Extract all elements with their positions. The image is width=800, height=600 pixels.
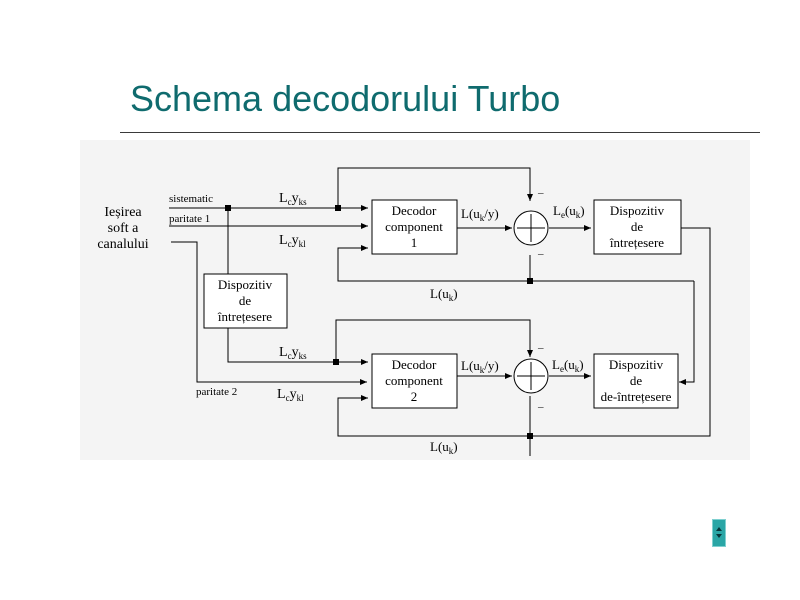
down-arrow-icon	[716, 534, 722, 538]
decoder-1-box	[371, 199, 458, 255]
deinterleaver-line1: Dispozitiv	[609, 357, 664, 372]
input-label-line3: canalului	[97, 237, 148, 252]
decoder-2-box	[371, 353, 458, 409]
lcyks-top-label: Lcyks	[279, 191, 307, 207]
leuk-top-label: Le(uk)	[553, 203, 585, 220]
luk-bottom-label: L(uk)	[430, 439, 458, 456]
deinterleaver-line2: de	[630, 373, 643, 388]
decoder-2-line2: component	[385, 373, 443, 388]
minus-sign: –	[537, 248, 544, 260]
minus-sign: –	[537, 187, 544, 199]
lcyks-bottom-label: Lcyks	[279, 345, 307, 361]
up-down-arrow-icon[interactable]	[712, 519, 726, 547]
feedback-2-line	[337, 395, 531, 437]
interleaver-left-box	[203, 273, 288, 329]
junction-dot	[335, 205, 341, 211]
deinterleaver-box	[593, 353, 679, 409]
minus-sign: –	[537, 342, 544, 354]
input-label-line1: Ieșirea	[104, 205, 142, 220]
interleaver-left-line3: întrețesere	[217, 309, 272, 324]
slide-title: Schema decodorului Turbo	[130, 78, 561, 119]
up-arrow-icon	[716, 527, 722, 531]
feedforward-2-line	[335, 319, 533, 362]
interleaver-right-line2: de	[631, 219, 644, 234]
interleaved-sistematic-line	[227, 328, 340, 363]
decoder-1-line3: 1	[411, 235, 418, 250]
decoder-1-line1: Decodor	[392, 203, 437, 218]
luky-bottom-label: L(uk/y)	[461, 358, 499, 375]
title-divider	[120, 132, 760, 133]
paritate2-line	[171, 241, 367, 385]
junction-dot	[527, 433, 533, 439]
interleaver-right-line1: Dispozitiv	[610, 203, 665, 218]
luk-top-label: L(uk)	[430, 286, 458, 303]
junction-dot	[527, 278, 533, 284]
leuk-bottom-label: Le(uk)	[552, 357, 584, 374]
decoder-2-line1: Decodor	[392, 357, 437, 372]
diagram-svg: Ieșirea soft a canalului sistematic pari…	[97, 167, 711, 456]
deinterleaver-line3: de-întrețesere	[601, 389, 672, 404]
decoder-1-line2: component	[385, 219, 443, 234]
junction-dot	[225, 205, 231, 211]
decoder-2-line3: 2	[411, 389, 418, 404]
paritate2-label: paritate 2	[196, 386, 237, 398]
feedforward-1-line	[337, 167, 533, 208]
minus-sign: –	[537, 401, 544, 413]
input-label-line2: soft a	[108, 221, 140, 236]
luky-top-label: L(uk/y)	[461, 206, 499, 223]
interleaver-left-line1: Dispozitiv	[218, 277, 273, 292]
turbo-decoder-diagram: Ieșirea soft a canalului sistematic pari…	[80, 140, 750, 460]
interleaver-left-line2: de	[239, 293, 252, 308]
lcykl-top-label: Lcykl	[279, 233, 306, 249]
loop-right-outer	[529, 227, 711, 456]
lcykl-bottom-label: Lcykl	[277, 387, 304, 403]
feedback-1-line	[337, 245, 531, 282]
paritate1-label: paritate 1	[169, 213, 210, 225]
junction-dot	[333, 359, 339, 365]
interleaver-right-line3: întrețesere	[609, 235, 664, 250]
interleaver-right-box	[593, 199, 682, 255]
deinterleaver-feed-line	[679, 281, 695, 385]
sistematic-label: sistematic	[169, 193, 213, 205]
